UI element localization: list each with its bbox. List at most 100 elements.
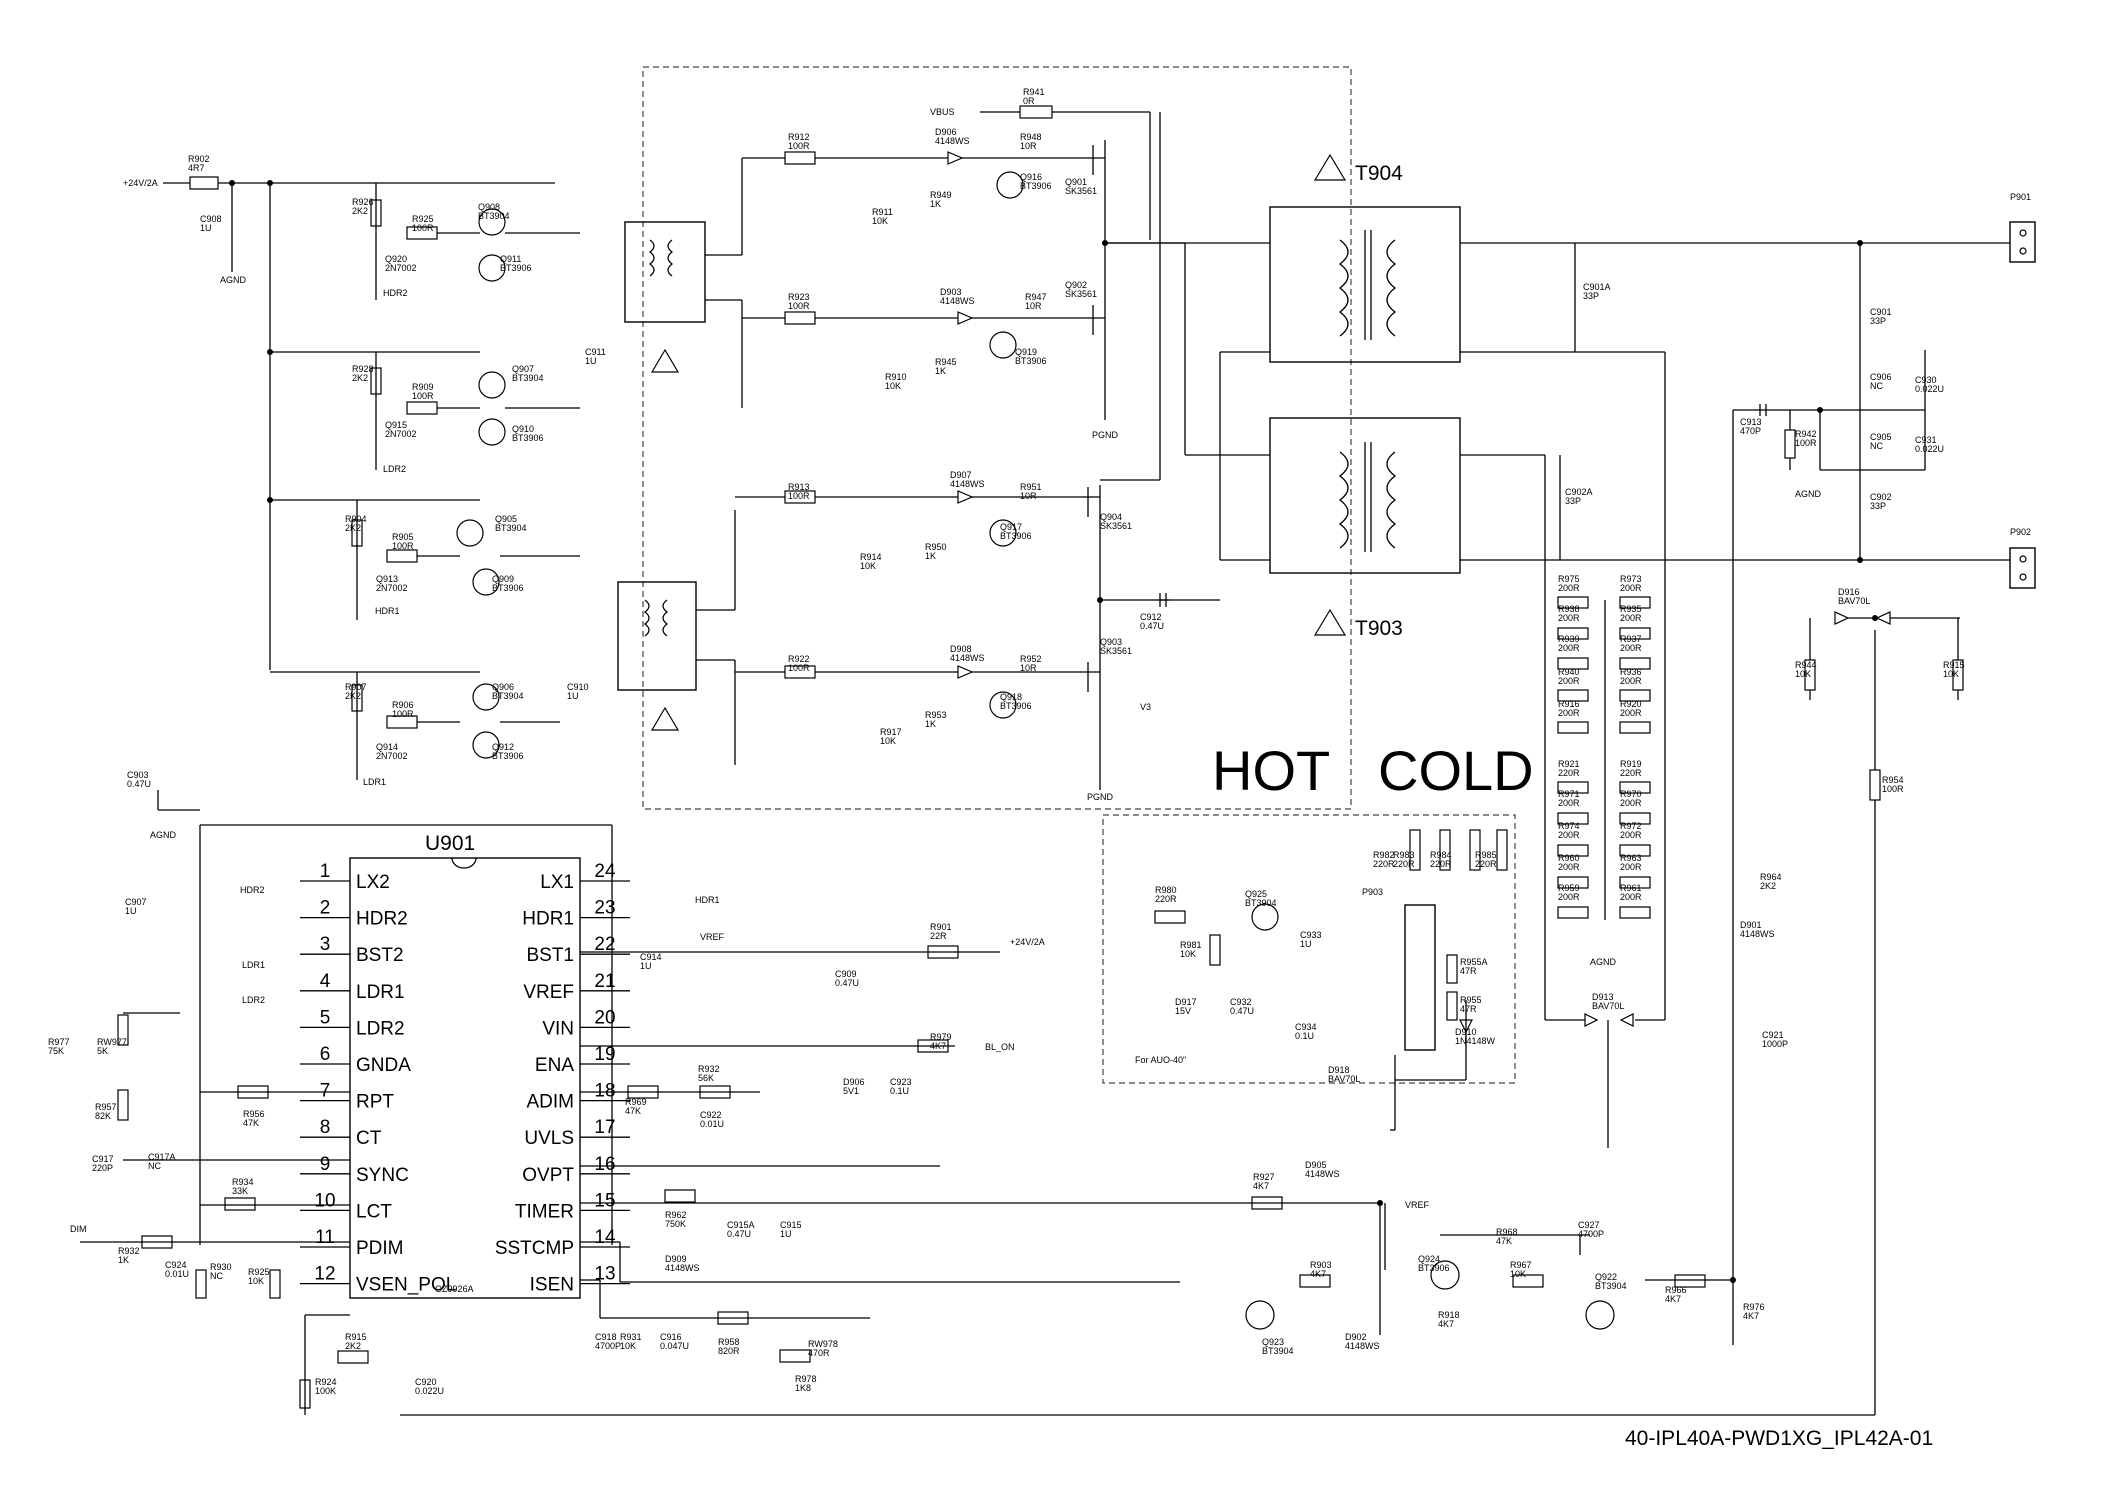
warning-icon — [650, 348, 680, 373]
component-value: 200R — [1558, 798, 1580, 808]
component-ref: R924 — [315, 1377, 337, 1387]
hot-zone-boundary — [642, 66, 1352, 810]
component-ref: R925 — [248, 1267, 270, 1277]
component-value: NC — [148, 1161, 161, 1171]
pin-name: PDIM — [356, 1238, 404, 1259]
ground-label: AGND — [1795, 489, 1822, 499]
component-value: 10R — [1025, 301, 1042, 311]
component-ref: R961 — [1620, 883, 1642, 893]
component-ref: Q905 — [495, 514, 517, 524]
pin-name: TIMER — [515, 1201, 574, 1222]
connector-p903: P903 — [1362, 887, 1383, 897]
component-value: 33P — [1870, 501, 1886, 511]
component-value: SK3561 — [1100, 646, 1132, 656]
component-value: BT3904 — [492, 691, 524, 701]
component-ref: C901 — [1870, 307, 1892, 317]
component-value: 0.1U — [890, 1086, 909, 1096]
pin-number: 14 — [594, 1227, 616, 1248]
component-ref: D909 — [665, 1254, 687, 1264]
pin-name: HDR2 — [356, 909, 408, 930]
component-ref: R913 — [788, 482, 810, 492]
component-ref: R971 — [1558, 789, 1580, 799]
component-ref: R963 — [1620, 853, 1642, 863]
component-value: 1U — [1300, 939, 1312, 949]
component-value: NC — [210, 1271, 223, 1281]
pin-number: 22 — [594, 934, 615, 955]
component-value: BT3904 — [495, 523, 527, 533]
component-value: 220P — [92, 1163, 113, 1173]
component-ref: C920 — [415, 1377, 437, 1387]
component-value: 4148WS — [1740, 929, 1775, 939]
component-ref: D905 — [1305, 1160, 1327, 1170]
component-value: 1N4148W — [1455, 1036, 1496, 1046]
pin-name: LCT — [356, 1201, 392, 1222]
component-ref: R919 — [1620, 759, 1642, 769]
component-ref: C934 — [1295, 1022, 1317, 1032]
pin-name: LDR1 — [356, 982, 405, 1003]
component-ref: C905 — [1870, 432, 1892, 442]
component-value: BT3906 — [1015, 356, 1047, 366]
pin-number: 24 — [594, 861, 616, 882]
component-ref: C902A — [1565, 487, 1593, 497]
ic-ref-label: U901 — [425, 832, 475, 855]
component-ref: Q922 — [1595, 1272, 1617, 1282]
component-ref: R910 — [885, 372, 907, 382]
component-ref: C909 — [835, 969, 857, 979]
component-ref: Q917 — [1000, 522, 1022, 532]
component-value: 0.47U — [1140, 621, 1164, 631]
component-value: 47K — [243, 1118, 259, 1128]
component-ref: R960 — [1558, 853, 1580, 863]
component-ref: R950 — [925, 542, 947, 552]
component-value: 1U — [125, 906, 137, 916]
component-value: 470P — [1740, 426, 1761, 436]
component-ref: C933 — [1300, 930, 1322, 940]
component-value: NC — [1870, 381, 1883, 391]
component-ref: R906 — [392, 700, 414, 710]
component-ref: R979 — [930, 1032, 952, 1042]
component-value: BT3904 — [1595, 1281, 1627, 1291]
component-ref: C930 — [1915, 375, 1937, 385]
component-ref: Q915 — [385, 420, 407, 430]
component-value: 100R — [412, 223, 434, 233]
component-value: 47R — [1460, 966, 1477, 976]
ic-part-label: OZ9926A — [435, 1284, 474, 1294]
component-ref: R934 — [232, 1177, 254, 1187]
component-ref: Q904 — [1100, 512, 1122, 522]
cold-zone-label: COLD — [1378, 739, 1534, 802]
component-value: 220R — [1475, 859, 1497, 869]
pin-name: LX2 — [356, 872, 390, 893]
component-ref: R932 — [698, 1064, 720, 1074]
component-ref: R938 — [1558, 604, 1580, 614]
component-ref: R926 — [352, 197, 374, 207]
component-ref: C921 — [1762, 1030, 1784, 1040]
net-label-hdr1: HDR1 — [695, 895, 720, 905]
component-value: 10K — [620, 1341, 636, 1351]
component-ref: R951 — [1020, 482, 1042, 492]
output-connectors — [2009, 221, 2036, 589]
component-value: 4K7 — [1438, 1319, 1454, 1329]
component-ref: R981 — [1180, 940, 1202, 950]
component-value: BT3904 — [512, 373, 544, 383]
component-value: 33P — [1870, 316, 1886, 326]
component-ref: R903 — [1310, 1260, 1332, 1270]
component-ref: Q918 — [1000, 692, 1022, 702]
component-ref: R976 — [1743, 1302, 1765, 1312]
pin-name: GNDA — [356, 1055, 411, 1076]
component-value: 220R — [1430, 859, 1452, 869]
component-value: 100K — [315, 1386, 336, 1396]
component-ref: R958 — [718, 1337, 740, 1347]
component-value: 10R — [1020, 663, 1037, 673]
component-value: 4K7 — [930, 1041, 946, 1051]
component-value: 10K — [860, 561, 876, 571]
component-ref: R918 — [1438, 1310, 1460, 1320]
pin-name: BST2 — [356, 945, 404, 966]
component-value: 2N7002 — [385, 263, 417, 273]
ground-label: AGND — [1590, 957, 1617, 967]
component-value: 15V — [1175, 1006, 1191, 1016]
hot-zone-label: HOT — [1212, 739, 1330, 802]
component-ref: Q913 — [376, 574, 398, 584]
component-ref: Q914 — [376, 742, 398, 752]
component-value: 1K8 — [795, 1383, 811, 1393]
pin-name: LX1 — [540, 872, 574, 893]
component-ref: R941 — [1023, 87, 1045, 97]
